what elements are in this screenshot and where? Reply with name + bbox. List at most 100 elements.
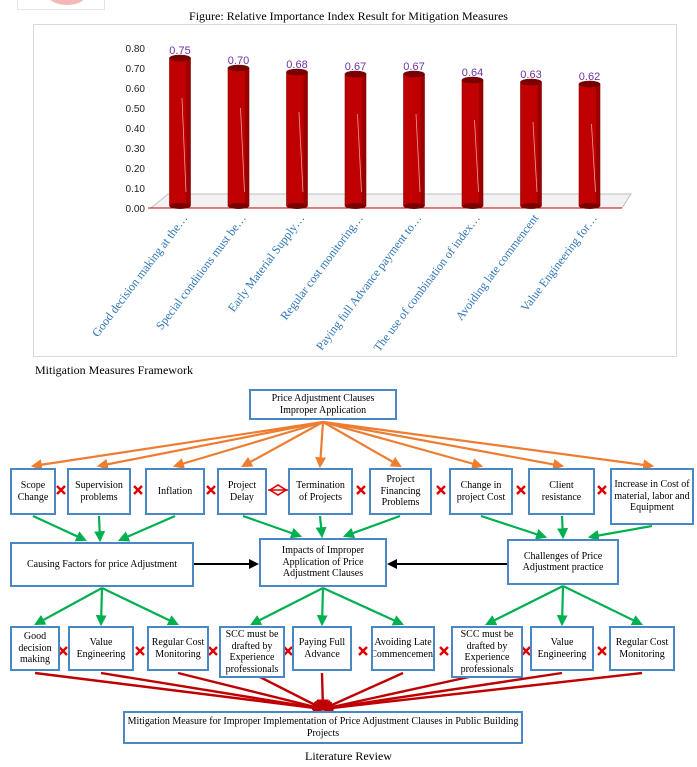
connector-arrow	[557, 515, 569, 540]
connector-arrow	[556, 585, 568, 627]
y-tick-label: 0.30	[126, 144, 146, 155]
connector-arrow	[172, 420, 324, 469]
measure-label: Value Engineering	[76, 637, 126, 660]
challenges-label: Challenges of Price Adjustment practice	[522, 550, 604, 574]
cause-box: Scope Change	[10, 468, 56, 515]
cause-label: Termination of Projects	[296, 480, 345, 503]
logo	[17, 0, 105, 10]
bar-highlight	[181, 97, 187, 193]
bar-top	[578, 80, 601, 88]
bar-highlight	[415, 113, 421, 193]
cross-icon	[358, 646, 368, 656]
cause-box: Supervision problems	[67, 468, 131, 515]
bar-shade	[362, 74, 366, 206]
bar-shade	[245, 68, 249, 206]
bar-top	[344, 70, 367, 78]
connector-arrow	[96, 420, 324, 470]
connector-arrow	[241, 421, 324, 468]
bar	[461, 76, 484, 209]
measure-label: SCC must be drafted by Experience profes…	[225, 629, 279, 675]
measure-box: Value Engineering	[68, 626, 134, 671]
bar-base	[462, 203, 483, 209]
data-label: 0.63	[520, 69, 541, 81]
connector-arrow	[32, 515, 87, 542]
bar-highlight	[532, 121, 538, 193]
causing-factors-box: Causing Factors for price Adjustment	[10, 542, 194, 587]
cross-icon	[521, 646, 531, 656]
cross-stroke	[356, 485, 366, 495]
bar-top	[227, 64, 250, 72]
cross-stroke	[597, 646, 607, 656]
connector-arrow	[480, 514, 548, 540]
cross-icon	[439, 646, 449, 656]
connector-arrow	[316, 587, 328, 627]
bar-shade	[303, 72, 308, 206]
connector-arrow	[94, 515, 106, 543]
connector-arrow	[485, 585, 564, 625]
bar-base	[345, 203, 366, 209]
impacts-label: Impacts of Improper Application of Price…	[281, 545, 365, 580]
bar	[578, 80, 601, 209]
cause-box: Termination of Projects	[288, 468, 353, 515]
bar-top	[286, 68, 308, 76]
bar-base	[520, 203, 542, 209]
causing-factors-label: Causing Factors for price Adjustment	[27, 558, 177, 570]
cross-stroke	[58, 646, 68, 656]
y-tick-label: 0.10	[126, 184, 146, 195]
y-tick-label: 0.50	[126, 104, 146, 115]
measure-box: Avoiding Late Commencement	[371, 626, 435, 671]
cross-stroke	[206, 485, 216, 495]
measure-label: Value Engineering	[537, 637, 587, 660]
cause-box: Project Financing Problems	[369, 468, 432, 515]
bar	[403, 70, 425, 209]
cross-stroke	[283, 646, 293, 656]
goal-label: Mitigation Measure for Improper Implemen…	[127, 716, 519, 739]
measure-label: Regular Cost Monitoring	[615, 637, 669, 660]
bar	[169, 54, 191, 209]
y-tick-label: 0.20	[126, 164, 146, 175]
data-label: 0.70	[228, 55, 249, 67]
connector-arrow	[95, 587, 107, 627]
cause-box: Inflation	[145, 468, 205, 515]
measure-box: Paying Full Advance	[292, 626, 352, 671]
data-label: 0.62	[579, 71, 600, 83]
data-label: 0.67	[345, 61, 366, 73]
challenges-box: Challenges of Price Adjustment practice	[507, 539, 619, 585]
measure-box: Regular Cost Monitoring	[147, 626, 209, 671]
cause-box: Increase in Cost of material, labor and …	[610, 468, 694, 525]
measure-box: Value Engineering	[530, 626, 594, 671]
y-tick-label: 0.70	[126, 64, 146, 75]
connector-arrow	[562, 585, 643, 626]
connector-arrow	[34, 587, 103, 626]
connector-arrow	[242, 514, 303, 539]
bar-shade	[420, 74, 425, 206]
measure-label: Good decision making	[18, 631, 52, 666]
cross-icon	[56, 485, 66, 495]
y-tick-label: 0.60	[126, 84, 146, 95]
measure-box: Good decision making	[10, 626, 60, 671]
cross-icon	[135, 646, 145, 656]
connector-arrow	[320, 671, 488, 713]
cross-icon	[133, 485, 143, 495]
cause-box: Client resistance	[528, 468, 595, 515]
bar-shade	[537, 82, 542, 206]
cross-stroke	[208, 646, 218, 656]
cross-icon	[597, 485, 607, 495]
data-label: 0.75	[169, 45, 190, 57]
connector-arrow	[320, 671, 563, 714]
cause-label: Change in project Cost	[456, 480, 506, 503]
cross-stroke	[135, 646, 145, 656]
bar-highlight	[474, 119, 479, 193]
cross-stroke	[436, 485, 446, 495]
connector-arrow	[320, 671, 404, 711]
bar-highlight	[591, 123, 596, 193]
connector-arrow	[322, 421, 402, 468]
goal-box: Mitigation Measure for Improper Implemen…	[123, 711, 523, 744]
cause-label: Increase in Cost of material, labor and …	[614, 479, 690, 514]
connector-arrow	[34, 671, 326, 714]
root-box: Price Adjustment Clauses Improper Applic…	[249, 389, 397, 420]
connector-arrow	[322, 420, 655, 471]
cross-stroke	[439, 646, 449, 656]
